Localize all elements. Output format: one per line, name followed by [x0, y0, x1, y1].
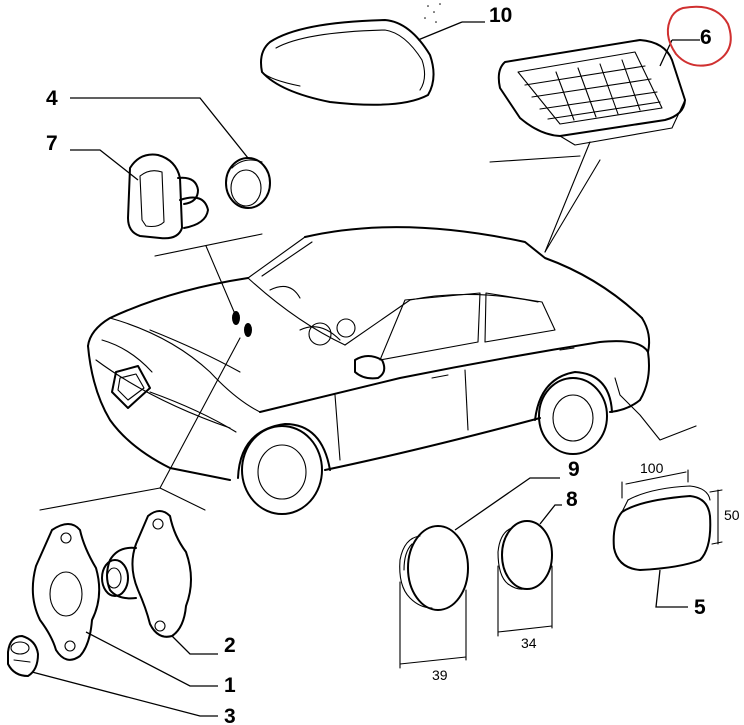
callout-4: 4 — [46, 87, 58, 110]
part-6-vent-grille[interactable] — [497, 39, 686, 146]
dim-label-50: 50 — [724, 507, 740, 523]
part-9-large-cap[interactable] — [399, 525, 469, 611]
car-body — [87, 226, 651, 515]
leader-8 — [539, 504, 562, 525]
part-4-grommet[interactable] — [225, 157, 271, 209]
guide-line-c — [489, 155, 581, 163]
leader-10 — [417, 21, 463, 41]
leader-2 — [171, 635, 218, 655]
guide-line-e — [544, 159, 601, 253]
callout-5: 5 — [694, 596, 706, 619]
guide-line-f — [159, 337, 241, 489]
guide-line-i — [614, 377, 697, 441]
dot-pattern — [424, 3, 441, 23]
leader-1 — [85, 631, 218, 687]
leader-9 — [454, 477, 560, 531]
part-3-nut[interactable] — [7, 635, 39, 677]
dimension-39: 39 — [399, 581, 467, 683]
dim-label-100: 100 — [640, 460, 664, 476]
leader-5 — [655, 569, 688, 608]
vent-slats — [524, 59, 661, 121]
part-8-small-cap[interactable] — [497, 520, 553, 590]
part-5-oval-plug[interactable] — [612, 485, 712, 571]
guide-line-b — [205, 245, 236, 315]
callout-8: 8 — [566, 488, 578, 511]
dimension-34: 34 — [497, 565, 553, 651]
leader-3 — [31, 671, 218, 717]
highlight-circle-6 — [666, 5, 732, 67]
part-7-plug[interactable] — [127, 153, 209, 240]
callout-9: 9 — [568, 458, 580, 481]
part-10-roof-cover[interactable] — [260, 19, 435, 106]
guide-line-g — [39, 487, 161, 511]
callout-10: 10 — [489, 4, 512, 27]
dim-label-39: 39 — [432, 667, 448, 683]
dimension-50: 50 — [709, 489, 740, 545]
callout-2: 2 — [224, 634, 236, 657]
callout-1: 1 — [224, 674, 236, 697]
guide-line-d — [544, 141, 591, 253]
callout-3: 3 — [224, 705, 236, 725]
leader-7 — [70, 149, 139, 181]
part-2-sensor-housing[interactable] — [101, 510, 192, 638]
leader-4 — [70, 97, 249, 159]
guide-line-a — [154, 233, 263, 257]
dimension-100: 100 — [621, 460, 689, 499]
callout-6: 6 — [700, 26, 712, 49]
part-1-flange-plate[interactable] — [31, 523, 101, 661]
guide-line-h — [159, 487, 206, 511]
callout-7: 7 — [46, 132, 58, 155]
dim-label-34: 34 — [521, 635, 537, 651]
